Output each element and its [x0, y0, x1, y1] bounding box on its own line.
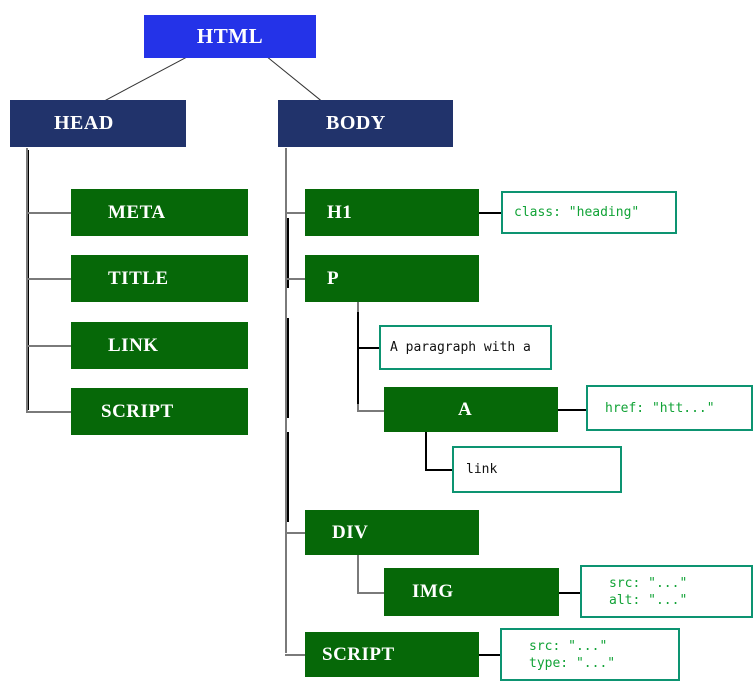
spine-body-overlay-3 — [287, 432, 289, 522]
node-body[interactable]: BODY — [278, 100, 453, 147]
spine-div — [357, 555, 359, 593]
spine-a — [425, 428, 427, 471]
node-p-label: P — [327, 267, 340, 289]
node-body-script-label: SCRIPT — [322, 643, 395, 665]
branch-head-link — [26, 345, 71, 347]
branch-img-attr — [558, 592, 580, 594]
node-meta[interactable]: META — [71, 189, 248, 236]
node-p[interactable]: P — [305, 255, 479, 302]
branch-body-div — [285, 532, 307, 534]
spine-body-overlay-2 — [287, 318, 289, 418]
branch-body-p — [285, 278, 307, 280]
branch-script-attr — [478, 654, 500, 656]
spine-head — [26, 148, 28, 413]
attr-script-src-line: src: "..." — [529, 638, 608, 654]
node-html-label: HTML — [196, 24, 264, 48]
branch-p-a — [357, 410, 384, 412]
attr-box-img[interactable]: src: "..." alt: "..." — [580, 565, 753, 618]
branch-a-text — [425, 469, 453, 471]
node-img-label: IMG — [412, 581, 454, 602]
node-body-label: BODY — [326, 112, 386, 134]
attr-img-src-line: src: "..." — [609, 575, 688, 591]
node-a-label: A — [458, 398, 473, 420]
node-a[interactable]: A — [384, 387, 558, 432]
text-box-link[interactable]: link — [452, 446, 622, 493]
text-link-line: link — [466, 462, 498, 477]
node-head[interactable]: HEAD — [10, 100, 186, 147]
node-head-label: HEAD — [54, 112, 114, 134]
node-head-script[interactable]: SCRIPT — [71, 388, 248, 435]
branch-p-text — [357, 347, 379, 349]
node-meta-label: META — [108, 201, 166, 223]
text-box-paragraph[interactable]: A paragraph with a — [379, 325, 552, 370]
attr-script-type-line: type: "..." — [529, 655, 616, 671]
branch-body-script — [285, 654, 307, 656]
spine-body-overlay-1 — [287, 218, 289, 288]
attr-box-a-href[interactable]: href: "htt..." — [586, 385, 753, 431]
node-link[interactable]: LINK — [71, 322, 248, 369]
branch-body-h1 — [285, 212, 307, 214]
node-title[interactable]: TITLE — [71, 255, 248, 302]
node-h1[interactable]: H1 — [305, 189, 479, 236]
branch-div-img — [357, 592, 384, 594]
node-html[interactable]: HTML — [144, 15, 316, 58]
spine-p-overlay — [357, 312, 359, 404]
node-head-script-label: SCRIPT — [101, 400, 174, 422]
attr-h1-class-line: class: "heading" — [514, 205, 640, 220]
attr-img-alt-line: alt: "..." — [609, 592, 688, 608]
node-div-label: DIV — [332, 521, 369, 543]
text-paragraph-line: A paragraph with a — [390, 340, 531, 355]
node-div[interactable]: DIV — [305, 510, 479, 555]
attr-box-script[interactable]: src: "..." type: "..." — [500, 628, 680, 681]
connector-html-head — [99, 56, 188, 104]
branch-head-script — [26, 411, 71, 413]
attr-a-href-line: href: "htt..." — [605, 400, 715, 416]
branch-h1-attr — [478, 212, 508, 214]
node-img[interactable]: IMG — [384, 568, 559, 616]
branch-head-title — [26, 278, 71, 280]
node-h1-label: H1 — [327, 201, 353, 223]
spine-body — [285, 148, 287, 653]
node-link-label: LINK — [108, 334, 159, 356]
branch-a-attr — [557, 409, 601, 411]
connector-html-body — [267, 57, 321, 101]
attr-box-h1-class[interactable]: class: "heading" — [501, 191, 677, 234]
node-body-script[interactable]: SCRIPT — [305, 632, 479, 677]
node-title-label: TITLE — [108, 267, 169, 289]
branch-head-meta — [26, 212, 71, 214]
spine-head-overlay — [28, 150, 29, 410]
